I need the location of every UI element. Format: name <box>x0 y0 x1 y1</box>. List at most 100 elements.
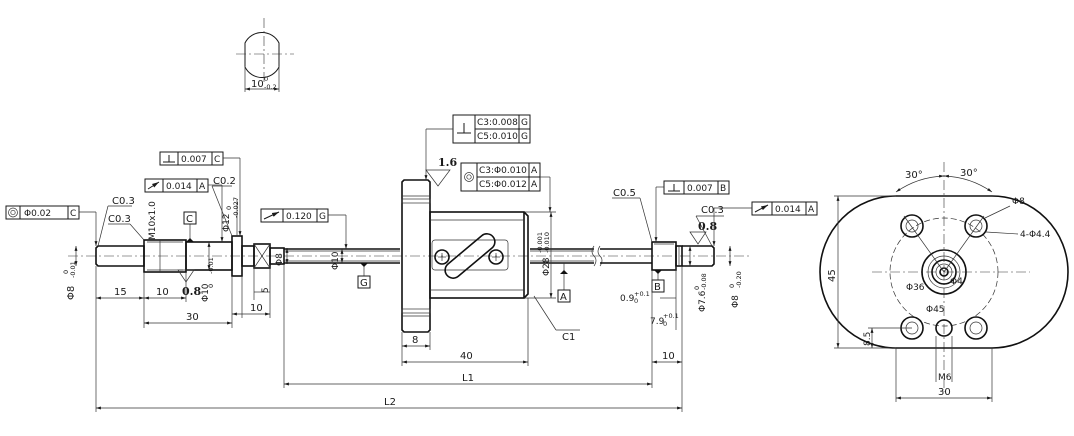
flat-width-label: 10 <box>251 79 264 90</box>
flange-end-view: 30° 30° Φ8 4-Φ4.4 Φ36 Φ4 Φ45 45 8.5 M6 3… <box>819 162 1069 402</box>
groove-tol-upper: +0.1 <box>634 290 650 298</box>
nut-conc-c5-datum: A <box>531 180 538 190</box>
right-diameter: Φ8 <box>731 295 741 308</box>
dim-5: 5 <box>261 287 271 293</box>
fcf-perp-right: 0.007 B <box>654 180 730 242</box>
flat-section-view: 10 0 -0.2 <box>236 18 294 92</box>
nut-perp-c5: C5:0.010 <box>477 132 518 142</box>
chamfer-left-c: C0.2 <box>213 176 236 187</box>
body-diameter: Φ28 <box>542 257 552 276</box>
fcf-concentricity: Φ0.02 C <box>5 205 98 246</box>
groove-pos: 7.9 <box>650 317 665 327</box>
flat-tol-upper: 0 <box>264 75 268 83</box>
nut-conc-c5: C5:Φ0.012 <box>479 180 527 190</box>
runout-right-datum: A <box>808 205 815 215</box>
nut-perp-c5-datum: G <box>521 132 528 142</box>
body-tol-upper: -0.001 <box>536 232 544 253</box>
left-end-dimensions: 15 10 30 10 5 Φ8 0 -0.01 M10x1.0 Φ10 0 -… <box>62 176 289 328</box>
perp-right-value: 0.007 <box>687 184 713 194</box>
dim-10b: 10 <box>250 303 263 314</box>
right-dia-tol-upper: 0 <box>728 284 736 288</box>
right-end-dimensions: B C0.5 C0.3 0.8 0.9 +0.1 0 7.9 +0.1 0 Φ7… <box>612 188 743 366</box>
dim-10: 10 <box>156 287 169 298</box>
collar-tol-lower: -0.027 <box>232 197 240 218</box>
chamfer-right-b: C0.3 <box>701 205 724 216</box>
screw-shaft <box>284 245 652 267</box>
runout-right-value: 0.014 <box>775 205 801 215</box>
flange-thread: M6 <box>938 373 952 383</box>
shaft-diameter-left: Φ8 <box>275 253 285 266</box>
runout-left-value: 0.014 <box>166 182 192 192</box>
nut-length: 40 <box>460 351 473 362</box>
thread-label: M10x1.0 <box>148 201 158 240</box>
bearing-tol-upper: 0 <box>207 284 215 288</box>
screw-diameter: Φ10 <box>331 251 341 270</box>
flange-holes: 4-Φ4.4 <box>1020 230 1051 240</box>
groove-tol-lower: 0 <box>634 297 638 305</box>
fcf-runout-right: 0.014 A <box>712 201 818 246</box>
chamfer-left-b: C0.3 <box>108 214 131 225</box>
flange-angle-right: 30° <box>960 168 978 179</box>
datum-c: C <box>186 214 193 225</box>
groove-width: 0.9 <box>620 294 635 304</box>
flange-pcd: Φ36 <box>906 283 925 293</box>
conc-value: Φ0.02 <box>24 209 51 219</box>
right-dia-tol-lower: -0.20 <box>735 271 743 288</box>
perp-left-value: 0.007 <box>181 155 207 165</box>
left-roughness: 0.8 <box>182 285 201 298</box>
nut-dimensions: Φ10 G A Φ28 -0.001 -0.010 8 40 C1 1.6 <box>331 156 580 366</box>
flange-bore: Φ4 <box>950 277 963 287</box>
flange-outer: Φ45 <box>926 305 945 315</box>
nut-chamfer: C1 <box>562 332 575 343</box>
dim-l2: L2 <box>384 397 396 408</box>
groove-pos-tol-upper: +0.1 <box>663 312 679 320</box>
datum-a: A <box>560 292 567 303</box>
dim-30: 30 <box>186 312 199 323</box>
fcf-runout-left: 0.014 A <box>144 178 224 242</box>
perp-right-datum: B <box>720 184 726 194</box>
body-tol-lower: -0.010 <box>543 232 551 253</box>
nut-conc-c3: C3:Φ0.010 <box>479 166 527 176</box>
flange-width: 30 <box>938 387 951 398</box>
overall-dimensions: L1 L2 <box>95 264 683 412</box>
left-dia-tol-lower: -0.01 <box>69 261 77 278</box>
groove-diameter: Φ7.6 <box>698 290 708 312</box>
runout-left-datum: A <box>199 182 206 192</box>
flange-angle-left: 30° <box>905 170 923 181</box>
bearing-diameter: Φ10 <box>201 283 211 302</box>
conc-datum: C <box>70 209 76 219</box>
chamfer-right-a: C0.5 <box>613 188 636 199</box>
left-dia-tol-upper: 0 <box>62 270 70 274</box>
fcf-nut-concentricity: C3:Φ0.010 A C5:Φ0.012 A <box>460 162 552 212</box>
fcf-nut-perpendicularity: C3:0.008 G C5:0.010 G <box>424 114 531 180</box>
nut-conc-c3-datum: A <box>531 166 538 176</box>
groove-pos-tol-lower: 0 <box>663 320 667 328</box>
datum-g: G <box>360 278 368 289</box>
flange-length: 8 <box>412 335 418 346</box>
nut-perp-c3: C3:0.008 <box>477 118 518 128</box>
flat-tol-lower: -0.2 <box>264 83 277 91</box>
perp-left-datum: C <box>214 155 220 165</box>
flange-offset: 8.5 <box>863 332 873 346</box>
right-end-journal <box>651 241 715 271</box>
groove-dia-tol-lower: -0.08 <box>700 273 708 290</box>
right-roughness: 0.8 <box>698 220 717 233</box>
runout-screw-value: 0.120 <box>286 212 312 222</box>
left-diameter: Φ8 <box>66 286 77 300</box>
datum-b: B <box>654 282 661 293</box>
dim-15: 15 <box>114 287 127 298</box>
flange-height: 45 <box>827 269 838 282</box>
runout-screw-datum: G <box>319 212 326 222</box>
chamfer-left-a: C0.3 <box>112 196 135 207</box>
dim-l1: L1 <box>462 373 474 384</box>
ball-nut <box>401 179 529 333</box>
nut-perp-c3-datum: G <box>521 118 528 128</box>
flange-bolt-hole: Φ8 <box>1012 197 1025 207</box>
fcf-runout-screw: 0.120 G <box>260 208 348 249</box>
bearing-tol-lower: -0.01 <box>207 257 215 274</box>
nut-roughness: 1.6 <box>438 156 457 169</box>
collar-tol-upper: 0 <box>225 206 233 210</box>
right-len-10: 10 <box>662 351 675 362</box>
fcf-perp-left: 0.007 C <box>159 151 242 236</box>
